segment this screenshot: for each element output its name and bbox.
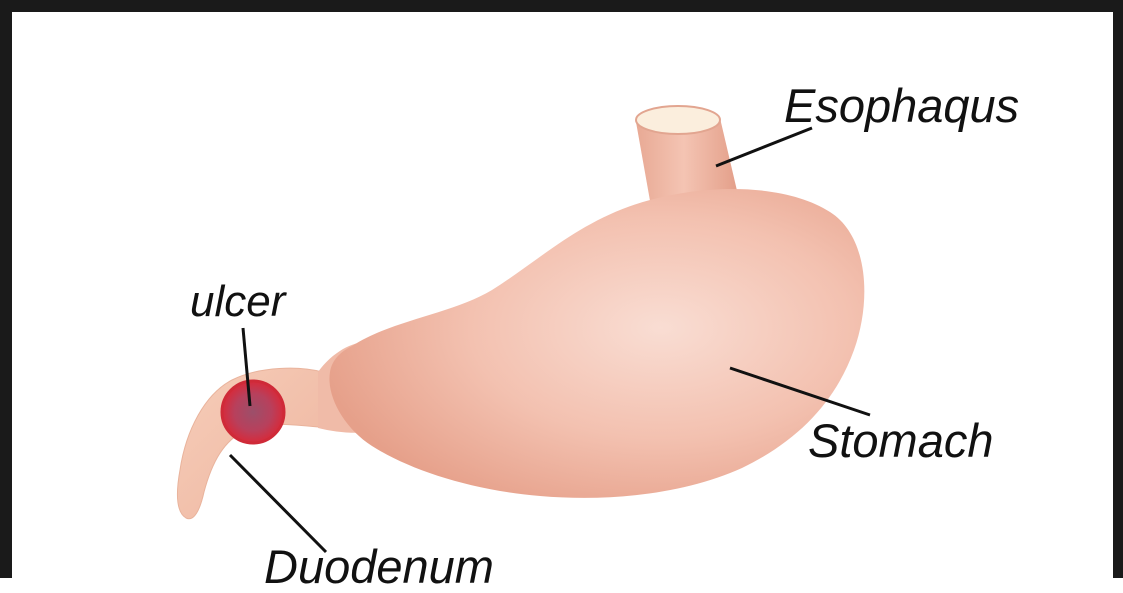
ulcer-label: ulcer: [190, 280, 285, 324]
esophagus-opening: [636, 106, 720, 134]
stomach-body: [329, 189, 864, 498]
duodenum-label: Duodenum: [264, 543, 494, 590]
duodenum-leader-line: [230, 455, 326, 552]
ulcer-mark: [222, 381, 284, 443]
esophagus-leader-line: [716, 128, 812, 166]
stomach-label: Stomach: [808, 417, 993, 464]
esophagus-label: Esophaqus: [784, 82, 1019, 129]
